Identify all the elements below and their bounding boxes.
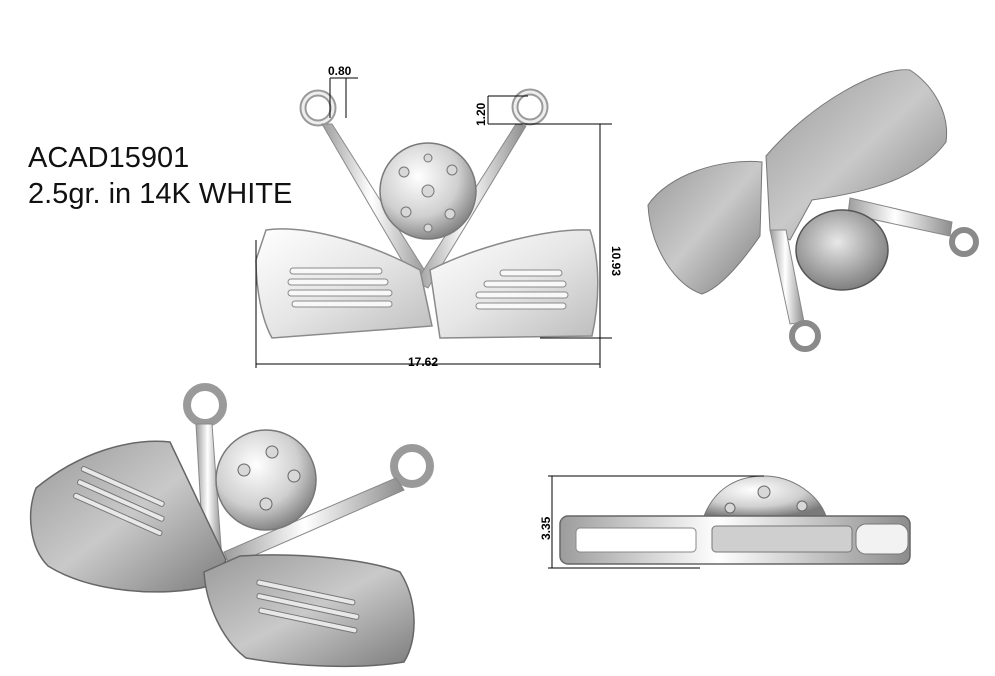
back-head-right — [765, 69, 948, 241]
golf-ball — [379, 142, 477, 240]
right-grooves — [475, 269, 569, 310]
back-shaft-right — [847, 197, 953, 237]
back-disc — [795, 209, 889, 291]
dim-width: 17.62 — [408, 355, 438, 369]
persp-loop-right — [390, 444, 434, 488]
dim-depth: 3.35 — [539, 516, 553, 540]
product-spec: 2.5gr. in 14K WHITE — [28, 178, 293, 210]
product-label: ACAD15901 2.5gr. in 14K WHITE — [28, 140, 292, 212]
side-dimension-lines — [548, 475, 764, 569]
persp-golf-ball — [215, 429, 317, 531]
dimension-lines — [255, 77, 612, 368]
left-grooves — [287, 267, 393, 308]
front-view: 0.80 1.20 10.93 17.62 — [255, 64, 623, 369]
persp-loop-top — [183, 383, 227, 427]
dim-loop-wire: 0.80 — [328, 64, 352, 78]
back-view — [647, 69, 979, 352]
persp-grooves-left — [73, 466, 165, 537]
side-view: 3.35 — [539, 475, 911, 569]
right-loop — [511, 88, 549, 126]
dim-loop-offset: 1.20 — [474, 102, 488, 126]
left-loop — [299, 89, 337, 127]
persp-grooves-right — [256, 579, 360, 634]
product-code: ACAD15901 — [28, 142, 190, 174]
persp-head-right — [203, 554, 415, 668]
dim-height: 10.93 — [609, 246, 623, 276]
back-loop-right — [949, 227, 979, 257]
back-head-left — [647, 160, 763, 295]
perspective-view — [29, 383, 434, 668]
back-loop-bottom — [789, 320, 821, 352]
